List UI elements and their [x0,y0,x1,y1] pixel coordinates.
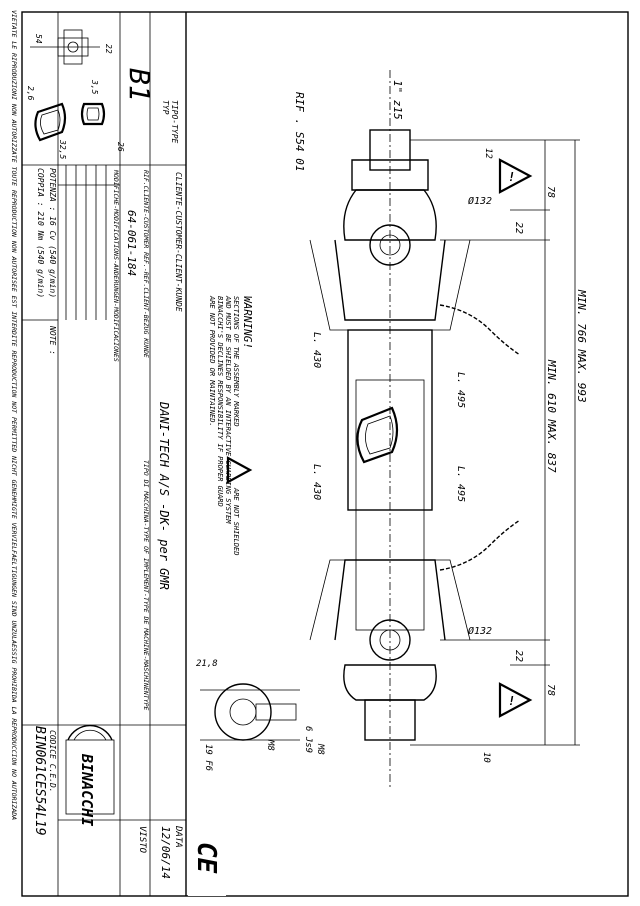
torque-value: COPPIA : 210 Nm (540 g/min) [36,168,45,298]
warning-triangle-bottom: ! [498,682,533,718]
code-label: CODICE C.E.D. [48,730,57,793]
brand-name: BINACCHI [78,753,96,826]
warning-text: SECTIONS OF THE ASSEMBLY MARKED AND MUST… [208,295,240,524]
client-label: CLIENTE-CUSTOMER-CLIENT-KUNDE [174,172,183,312]
date-label: DATA [173,825,183,848]
visto-label: VISTO [137,826,147,854]
dim-26-b: 26 [116,142,125,152]
warning-triangle-top: ! [498,158,533,194]
dim-19f6: 19 F6 [203,744,213,771]
dim-m8-b: M8 [315,743,325,755]
machine-type-label: TIPO DI MACCHINA-TYPE OF IMPLEMENT-TYPE … [142,460,150,711]
date-value: 12/06/14 [159,826,172,879]
dim-22-bottom: 22 [513,650,524,662]
svg-text:AND MUST BE SHIELDED BY AN INT: AND MUST BE SHIELDED BY AN INTERACTIVE G… [224,295,232,524]
tube-l430-b: L. 430 [311,464,322,500]
svg-text:!: ! [508,694,515,708]
svg-text:BINACCHI'S DECLINES RESPONSIBI: BINACCHI'S DECLINES RESPONSIBILITY IF PR… [216,296,224,507]
type-value: B1 [123,68,156,102]
dim-10: 10 [481,752,491,763]
dim-54: 54 [34,34,43,44]
dim-12: 12 [483,148,493,159]
spline-label: 1" z15 [391,80,404,120]
dim-m8-a: M8 [265,739,275,751]
warning-title: WARNING! [241,296,254,349]
dim-26-a: 2,6 [26,86,35,101]
warning-tail: ARE NOT SHIELDED [232,487,240,555]
client-value: DANI-TECH A/S -DK- per GMR [157,401,171,590]
svg-text:ARE NOT PROVIDED OR MAINTAINED: ARE NOT PROVIDED OR MAINTAINED. [208,295,216,427]
modifications-label: MODIFICHE-MODIFICATIONS-ANDERUNGEN-MODIF… [112,169,120,362]
sheet-border [21,11,629,897]
note-label: NOTE : [48,325,57,355]
warning-triangle-note [226,456,253,484]
tube-l495-a: L. 495 [455,372,466,408]
cross-detail: 54 22 [30,29,113,65]
code-value: BIN061CES54L19 [32,726,47,836]
ce-mark: CE [188,822,226,896]
rif-label: RIF . S54 01 [293,92,306,171]
power-value: POTENZA : 16 Cv (540 g/min) [48,168,57,298]
dim-6j9: 6 Js9 [303,726,313,753]
binacchi-logo: BINACCHI [65,724,115,826]
tube-profile-detail: 2,6 3,5 32,5 26 [26,79,125,159]
dim-78-bottom: 78 [545,684,556,696]
dim-325: 32,5 [58,139,67,159]
svg-text:CE: CE [191,842,221,874]
dim-22-top: 22 [513,222,524,234]
dia-132-bottom: Ø132 [468,625,492,637]
overall-label: MIN. 766 MAX. 993 [575,289,588,403]
dimension-lines [410,139,580,746]
svg-text:SECTIONS OF THE ASSEMBLY MARKE: SECTIONS OF THE ASSEMBLY MARKED [232,296,240,427]
type-label: TIPO-TYPETYP [161,100,179,144]
dim-22: 22 [104,44,113,54]
driveshaft [309,129,521,741]
hub-detail: 21,8 19 F6 M8 6 Js9 M8 [196,659,325,771]
dim-35: 3,5 [90,79,99,95]
dia-132-top: Ø132 [468,195,492,207]
svg-text:!: ! [508,170,515,184]
client-ref-label: RIF.CLIENTE-CUSTOMER REF.-REF.CLIENT-BEZ… [142,170,150,358]
margin-notice: VIETATE LE RIPRODUZIONI NON AUTORIZZATE … [10,10,18,820]
dim-78-top: 78 [545,186,556,198]
client-ref-value: 64-061-184 [125,210,138,276]
tube-l430-a: L. 430 [311,332,322,368]
length-label: MIN. 610 MAX. 837 [545,359,558,473]
dim-218: 21,8 [196,659,218,669]
modifications-grid [58,165,120,320]
tube-l495-b: L. 495 [455,466,466,502]
